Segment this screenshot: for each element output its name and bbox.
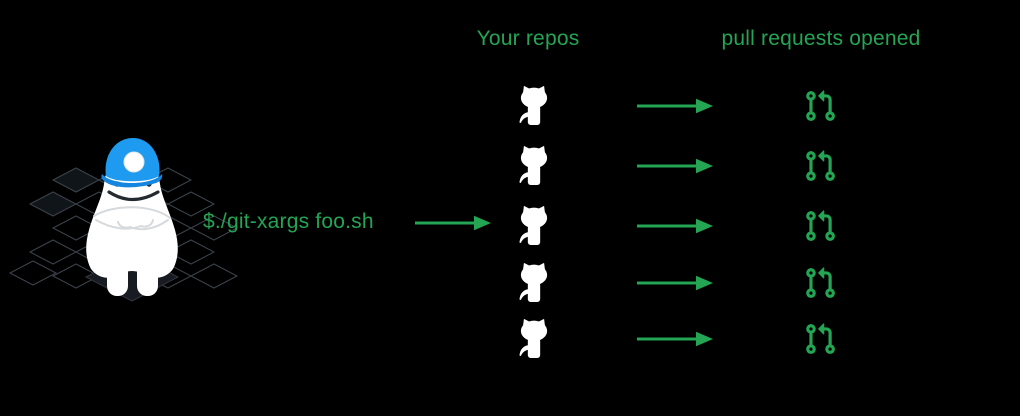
git-pull-request-icon: [803, 266, 837, 300]
git-pull-request-icon: [803, 322, 837, 356]
grid-tile: [166, 239, 216, 265]
grid-tile: [189, 215, 239, 241]
repo-flow-row: [0, 261, 1020, 305]
arrow-right-icon: [637, 275, 713, 291]
miner-helmet-icon: [101, 138, 163, 188]
yeti-miner-mascot: [8, 138, 239, 302]
github-octocat-icon: [515, 84, 553, 128]
arrow-right-icon: [637, 158, 713, 174]
repo-flow-row: [0, 84, 1020, 128]
arrow-right-icon: [637, 218, 713, 234]
repo-flow-row: [0, 144, 1020, 188]
grid-tile: [166, 191, 216, 217]
command-text: $./git-xargs foo.sh: [203, 210, 374, 233]
github-octocat-icon: [515, 144, 553, 188]
repo-flow-row: [0, 317, 1020, 361]
repos-column-header: Your repos: [476, 27, 580, 50]
arrow-right-icon: [637, 331, 713, 347]
github-octocat-icon: [515, 204, 553, 248]
git-pull-request-icon: [803, 209, 837, 243]
grid-tile: [189, 263, 239, 289]
git-pull-request-icon: [803, 89, 837, 123]
github-octocat-icon: [515, 261, 553, 305]
repo-flow-row: [0, 204, 1020, 248]
grid-tile: [8, 260, 58, 286]
arrow-right-icon: [637, 98, 713, 114]
prs-column-header: pull requests opened: [721, 27, 921, 50]
git-pull-request-icon: [803, 149, 837, 183]
github-octocat-icon: [515, 317, 553, 361]
headlamp-icon: [123, 151, 145, 173]
